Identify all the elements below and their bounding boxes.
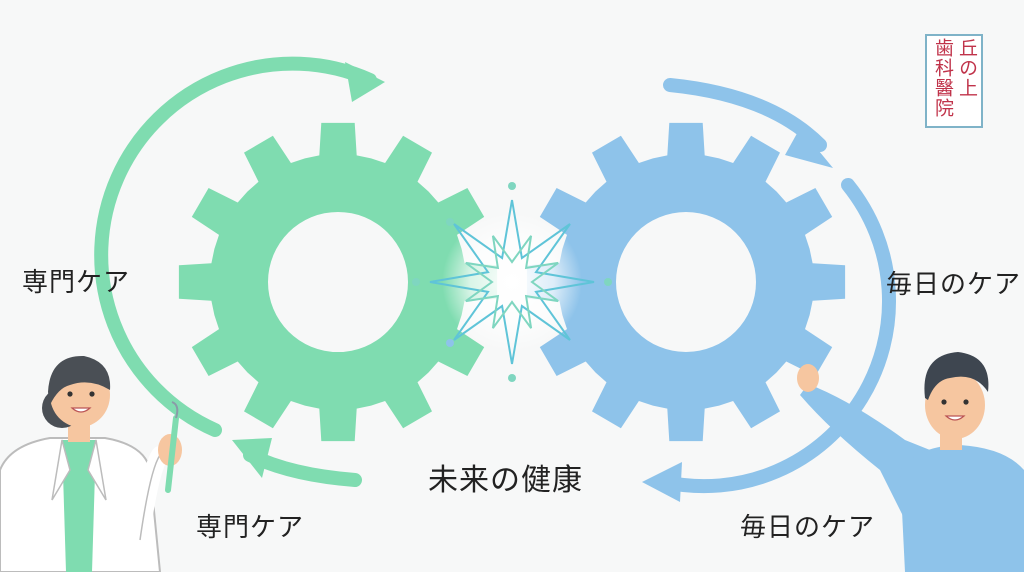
center-glow (442, 212, 582, 352)
gear-blue-shape (526, 122, 846, 442)
blue-arrowhead-bottom (642, 462, 682, 502)
green-arrow-top (94, 56, 377, 437)
professional-care-gear (178, 122, 498, 442)
label-future-health: 未来の健康 (428, 463, 583, 498)
label-professional-care-top: 専門ケア (22, 268, 131, 298)
blue-arrow-bottom (658, 178, 896, 494)
blue-arrow-top (663, 78, 827, 152)
dentist-illustration (0, 355, 182, 572)
patient-illustration (797, 352, 1024, 572)
clinic-logo: 丘の上 歯科醫院 (925, 34, 983, 128)
green-arrowhead-top (345, 62, 385, 102)
logo-line-1: 丘の上 (956, 38, 978, 98)
label-daily-care-top: 毎日のケア (886, 270, 1022, 300)
green-arrowhead-bottom (232, 438, 272, 478)
blue-arrowhead-top (785, 128, 833, 168)
sparkle-dots (412, 182, 612, 382)
gear-green-shape (178, 122, 498, 442)
label-professional-care-bottom: 専門ケア (196, 513, 305, 543)
star-burst-icon (429, 199, 595, 365)
label-daily-care-bottom: 毎日のケア (740, 513, 876, 543)
logo-line-2: 歯科醫院 (932, 38, 954, 118)
daily-care-gear (526, 122, 846, 442)
